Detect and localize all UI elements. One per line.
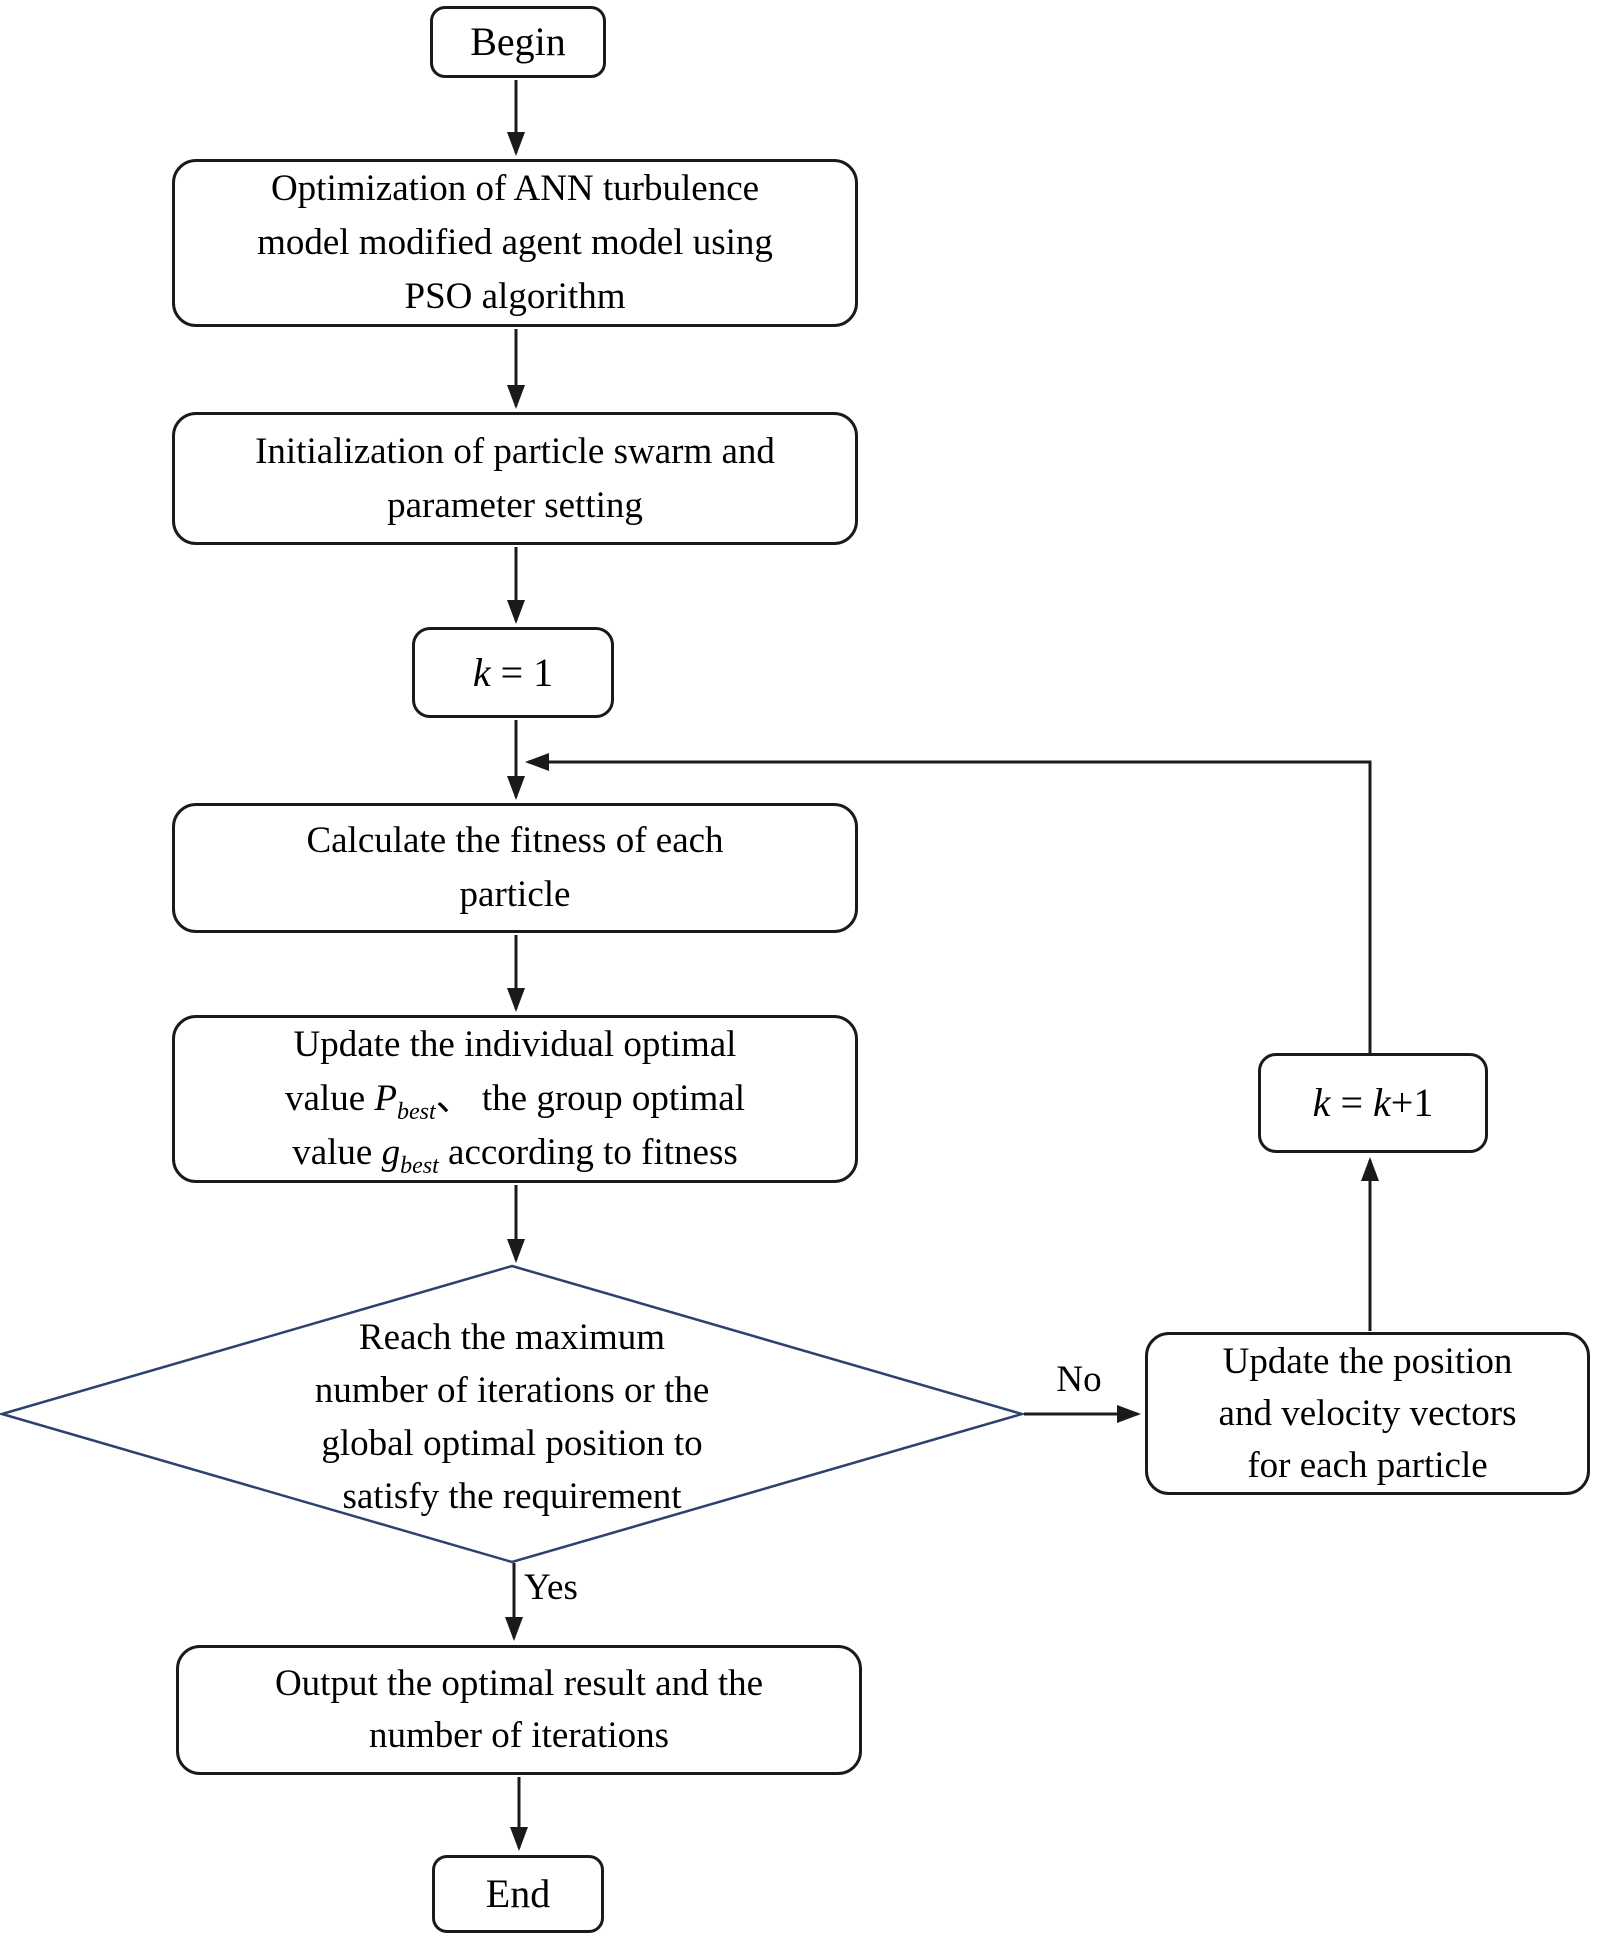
- node-optimize-line-2: model modified agent model using: [257, 222, 773, 263]
- node-k-increment: k = k+1: [1258, 1053, 1488, 1153]
- k-increment-plus-one: +1: [1390, 1080, 1434, 1125]
- node-k-increment-label: k = k+1: [1313, 1076, 1434, 1130]
- update-best-line2-text: value: [285, 1078, 375, 1119]
- k-init-value: = 1: [490, 649, 554, 695]
- node-optimize-line-3: PSO algorithm: [404, 276, 626, 317]
- node-decision-line-4: satisfy the requirement: [342, 1476, 682, 1517]
- update-best-line3-text: value: [292, 1132, 382, 1173]
- node-k-init-label: k = 1: [473, 646, 553, 700]
- gbest-symbol: g: [381, 1132, 401, 1173]
- node-update-best-line-2: value Pbest、 the group optimal: [285, 1072, 745, 1126]
- edge-label-yes: Yes: [524, 1567, 578, 1608]
- node-optimize-line-1: Optimization of ANN turbulence: [270, 168, 760, 209]
- node-update-position-line-2: and velocity vectors: [1218, 1392, 1517, 1434]
- k-init-variable: k: [472, 649, 491, 695]
- node-decision-line-3: global optimal position to: [321, 1423, 703, 1464]
- node-update-position: Update the position and velocity vectors…: [1145, 1332, 1590, 1495]
- node-initialization-line-1: Initialization of particle swarm and: [255, 430, 775, 472]
- node-calc-fitness-line-2: particle: [459, 874, 571, 915]
- node-calc-fitness: Calculate the fitness of each particle: [172, 803, 858, 933]
- node-update-best-line-1: Update the individual optimal: [293, 1024, 737, 1065]
- node-output: Output the optimal result and the number…: [176, 1645, 862, 1775]
- pbest-symbol: P: [374, 1078, 397, 1119]
- node-decision-line-1: Reach the maximum: [358, 1317, 666, 1358]
- node-decision-text: Reach the maximum number of iterations o…: [212, 1311, 812, 1523]
- node-optimize-ann: Optimization of ANN turbulence model mod…: [172, 159, 858, 327]
- node-update-best: Update the individual optimal value Pbes…: [172, 1015, 858, 1183]
- k-increment-equals: =: [1330, 1080, 1373, 1125]
- node-end: End: [432, 1855, 604, 1933]
- edge-label-no: No: [1056, 1359, 1102, 1400]
- k-increment-variable-right: k: [1373, 1080, 1391, 1125]
- node-output-line-1: Output the optimal result and the: [274, 1663, 764, 1704]
- node-output-line-2: number of iterations: [368, 1715, 670, 1756]
- node-initialization-line-2: parameter setting: [387, 484, 643, 526]
- node-begin: Begin: [430, 6, 606, 78]
- node-k-init: k = 1: [412, 627, 614, 718]
- node-calc-fitness-line-1: Calculate the fitness of each: [306, 820, 724, 861]
- node-initialization: Initialization of particle swarm and par…: [172, 412, 858, 545]
- node-update-best-line-3: value gbest according to fitness: [292, 1126, 738, 1180]
- gbest-subscript: best: [400, 1153, 439, 1179]
- k-increment-variable-left: k: [1312, 1080, 1331, 1125]
- node-update-position-line-3: for each particle: [1247, 1444, 1488, 1486]
- update-best-line3-tail: according to fitness: [438, 1132, 738, 1173]
- arrow-loop-feedback: [525, 753, 1372, 1053]
- node-update-position-line-1: Update the position: [1222, 1340, 1513, 1382]
- node-begin-label: Begin: [470, 19, 566, 64]
- pbest-subscript: best: [396, 1099, 436, 1125]
- node-end-label: End: [485, 1871, 551, 1916]
- decision-diamond-shape: [0, 1264, 1027, 1564]
- node-decision-line-2: number of iterations or the: [314, 1370, 710, 1411]
- update-best-line2-tail: 、 the group optimal: [435, 1078, 745, 1119]
